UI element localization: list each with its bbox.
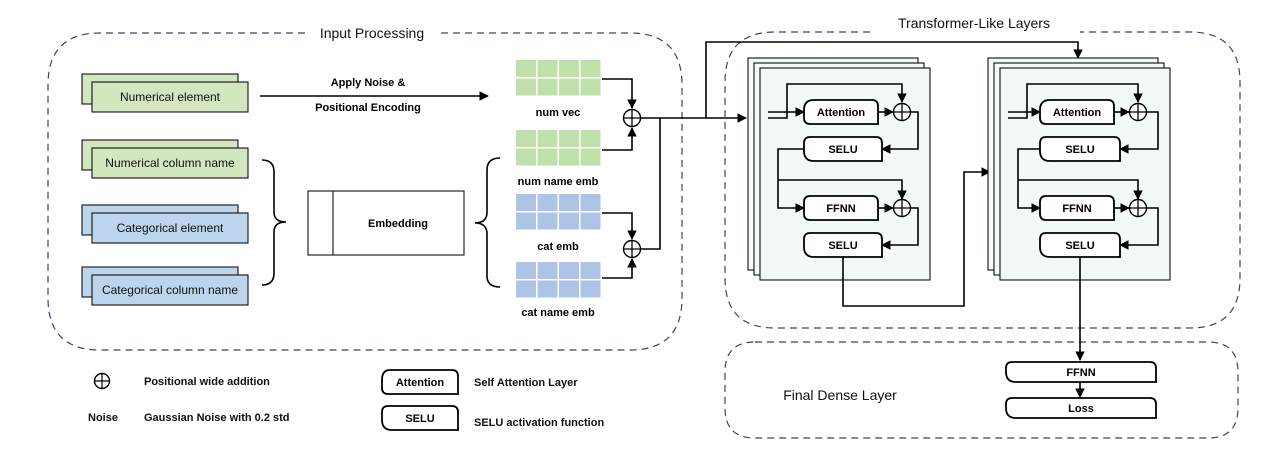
input-label: Categorical element (117, 221, 224, 235)
input-numerical-column-name: Numerical column name (81, 139, 249, 179)
legend-selu-key: SELU (405, 413, 434, 425)
vector-cell (580, 78, 601, 96)
num-vec-grid (516, 60, 601, 96)
selu-label: SELU (828, 240, 857, 252)
cat-emb-grid (516, 194, 601, 230)
embedding-label: Embedding (368, 218, 428, 230)
legend-selu-desc: SELU activation function (474, 417, 604, 429)
final-dense-title: Final Dense Layer (783, 387, 897, 403)
addition-legend-icon (93, 372, 111, 390)
vector-cell (537, 262, 558, 279)
transformer-block-2: Attention SELU FFNN SELU (987, 57, 1171, 281)
vector-label-cat-name-emb: cat name emb (521, 307, 595, 319)
vector-cell (537, 212, 558, 230)
vector-label-num-name-emb: num name emb (518, 176, 599, 188)
transformer-block-1: Attention SELU FFNN SELU (747, 57, 931, 281)
vector-cell (537, 148, 558, 166)
legend-noise-desc: Gaussian Noise with 0.2 std (144, 412, 290, 424)
final-ffnn-block: FFNN (1005, 361, 1157, 383)
vector-cell (580, 212, 601, 230)
addition-icon (622, 108, 642, 128)
embedding-block: Embedding (307, 190, 465, 256)
legend-attention-key: Attention (396, 377, 445, 389)
vector-label-cat-emb: cat emb (537, 241, 579, 253)
input-processing-title: Input Processing (320, 25, 424, 41)
vector-cell (559, 130, 579, 147)
vector-cell (559, 194, 579, 211)
vector-cell (559, 262, 579, 279)
right-brace (474, 157, 501, 288)
vector-cell (580, 280, 601, 298)
addition-icon (892, 198, 912, 218)
left-brace (261, 159, 287, 286)
final-ffnn-label: FFNN (1066, 367, 1095, 379)
addition-icon (622, 239, 642, 259)
vector-cell (559, 280, 579, 298)
vector-cell (559, 60, 579, 77)
apply-noise-label-line2: Positional Encoding (315, 102, 421, 114)
vector-cell (516, 212, 536, 230)
vector-cell (580, 60, 601, 77)
apply-noise-label-line1: Apply Noise & (331, 77, 406, 89)
input-label: Numerical column name (105, 156, 235, 170)
final-dense-section: Final Dense Layer (724, 341, 1239, 439)
cat-name-emb-grid (516, 262, 601, 298)
input-label: Numerical element (120, 90, 221, 104)
vector-cell (537, 130, 558, 147)
vector-connectors (602, 41, 1083, 279)
vector-cell (516, 194, 536, 211)
selu-label: SELU (1065, 144, 1094, 156)
vector-cell (580, 194, 601, 211)
selu-label: SELU (828, 144, 857, 156)
vector-cell (516, 130, 536, 147)
addition-icon (892, 102, 912, 122)
legend-noise-key: Noise (88, 412, 118, 424)
attention-label: Attention (817, 107, 866, 119)
transformer-layers-title: Transformer-Like Layers (898, 15, 1050, 31)
vector-cell (537, 78, 558, 96)
loss-block: Loss (1005, 397, 1157, 419)
transformer-layers-section: Transformer-Like Layers (724, 15, 1241, 329)
loss-label: Loss (1068, 403, 1094, 415)
addition-icon (1128, 198, 1148, 218)
addition-icon (1128, 102, 1148, 122)
block-connector (842, 167, 991, 307)
vector-cell (516, 60, 536, 77)
selu-label: SELU (1065, 240, 1094, 252)
input-categorical-column-name: Categorical column name (81, 266, 249, 306)
legend: Positional wide addition Noise Gaussian … (88, 369, 604, 431)
input-processing-section: Input Processing (47, 25, 683, 351)
attention-label: Attention (1053, 107, 1102, 119)
vector-cell (537, 194, 558, 211)
input-numerical-element: Numerical element (81, 73, 249, 113)
vector-cell (580, 130, 601, 147)
legend-attention-desc: Self Attention Layer (474, 377, 578, 389)
vector-label-num-vec: num vec (536, 107, 581, 119)
num-name-emb-grid (516, 130, 601, 166)
legend-addition-desc: Positional wide addition (144, 376, 270, 388)
input-label: Categorical column name (102, 283, 238, 297)
vector-cell (537, 280, 558, 298)
ffnn-label: FFNN (1062, 203, 1091, 215)
vector-cell (559, 148, 579, 166)
input-categorical-element: Categorical element (81, 204, 249, 244)
vector-cell (516, 262, 536, 279)
vector-cell (559, 78, 579, 96)
apply-noise-arrow: Apply Noise & Positional Encoding (260, 77, 489, 114)
vector-cell (516, 78, 536, 96)
vector-cell (516, 280, 536, 298)
vector-cell (537, 60, 558, 77)
vector-cell (580, 262, 601, 279)
vector-cell (559, 212, 579, 230)
vector-grids (516, 60, 601, 298)
vector-cell (580, 148, 601, 166)
vector-cell (516, 148, 536, 166)
ffnn-label: FFNN (826, 203, 855, 215)
